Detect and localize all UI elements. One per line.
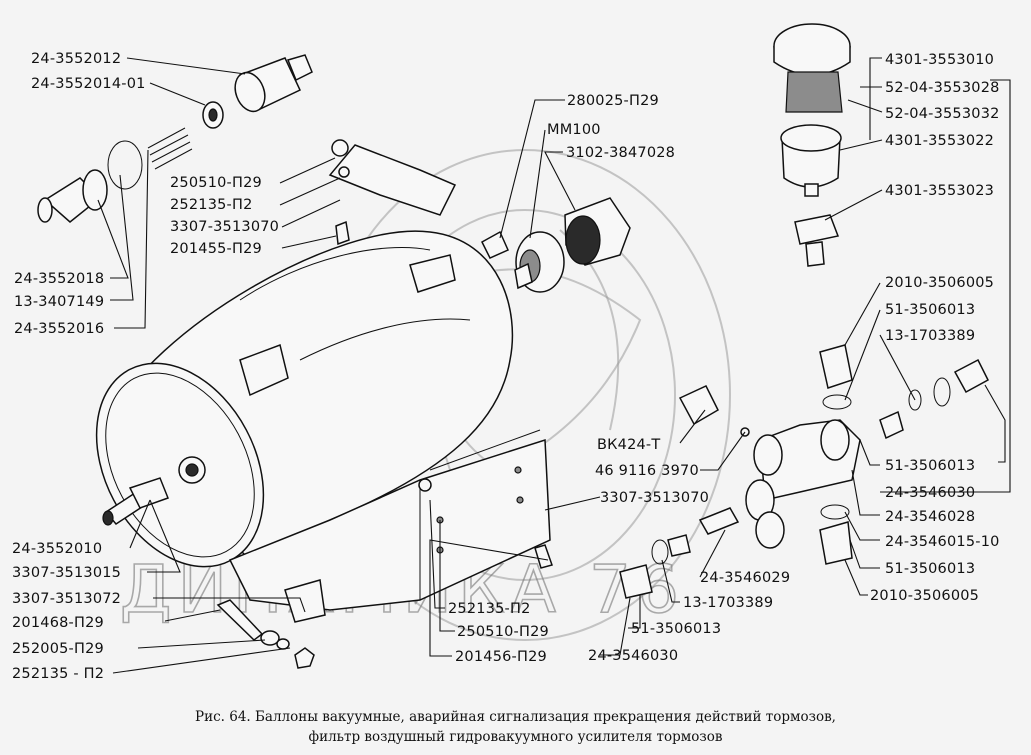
part-label: 24-3546029 <box>700 570 790 586</box>
top-bracket <box>328 139 457 246</box>
part-label: 24-3546030 <box>588 648 678 664</box>
caption-line-2: фильтр воздушный гидровакуумного усилите… <box>308 729 723 745</box>
part-label: 51-3506013 <box>885 561 975 577</box>
mounting-bolts <box>216 478 553 669</box>
part-label: 250510-П29 <box>457 624 549 640</box>
part-label: 252135-П2 <box>448 601 531 617</box>
part-label: 13-1703389 <box>683 595 773 611</box>
part-label: 3307-3513072 <box>12 591 121 607</box>
part-label: 51-3506013 <box>631 621 721 637</box>
part-label: 51-3506013 <box>885 458 975 474</box>
part-label: 201456-П29 <box>455 649 547 665</box>
part-label: 252005-П29 <box>12 641 104 657</box>
part-label: 46 9116 3970 <box>595 463 699 479</box>
part-label: 52-04-3553032 <box>885 106 1000 122</box>
part-label: 3307-3513015 <box>12 565 121 581</box>
brake-tee-assembly <box>619 344 989 599</box>
part-label: 3102-3847028 <box>566 145 675 161</box>
part-label: 24-3546030 <box>885 485 975 501</box>
leader-lines <box>97 57 1011 674</box>
part-label: ВК424-Т <box>597 437 660 453</box>
part-label: 2010-3506005 <box>870 588 979 604</box>
part-label: 4301-3553010 <box>885 52 994 68</box>
part-label: 24-3552014-01 <box>31 76 146 92</box>
part-label: 3307-3513070 <box>170 219 279 235</box>
top-left-fittings <box>37 54 313 223</box>
part-label: ММ100 <box>547 122 601 138</box>
part-label: 24-3552018 <box>14 271 104 287</box>
part-label: 4301-3553022 <box>885 133 994 149</box>
part-label: 280025-П29 <box>567 93 659 109</box>
caption-line-1: Рис. 64. Баллоны вакуумные, аварийная си… <box>195 709 836 725</box>
part-label: 250510-П29 <box>170 175 262 191</box>
part-label: 24-3552012 <box>31 51 121 67</box>
part-label: 24-3546028 <box>885 509 975 525</box>
part-label: 13-3407149 <box>14 294 104 310</box>
part-label: 24-3546015-10 <box>885 534 1000 550</box>
vacuum-tank <box>95 230 514 568</box>
pressure-sensor <box>481 197 631 293</box>
part-label: 2010-3506005 <box>885 275 994 291</box>
figure-caption: Рис. 64. Баллоны вакуумные, аварийная си… <box>0 707 1031 747</box>
part-label: 252135 - П2 <box>12 666 104 682</box>
part-label: 51-3506013 <box>885 302 975 318</box>
part-label: 201455-П29 <box>170 241 262 257</box>
air-filter <box>773 23 851 267</box>
part-label: 24-3552016 <box>14 321 104 337</box>
tank-bracket <box>228 429 551 623</box>
part-label: 3307-3513070 <box>600 490 709 506</box>
exploded-parts-diagram: ДИНАМИКА 76 <box>12 23 1011 682</box>
part-label: 52-04-3553028 <box>885 80 1000 96</box>
part-label: 13-1703389 <box>885 328 975 344</box>
part-label: 24-3552010 <box>12 541 102 557</box>
part-label: 4301-3553023 <box>885 183 994 199</box>
part-number-labels: 24-3552012 24-3552014-01 250510-П29 2521… <box>12 51 1000 682</box>
part-label: 201468-П29 <box>12 615 104 631</box>
part-label: 252135-П2 <box>170 197 253 213</box>
tank-valve-fitting <box>102 477 169 526</box>
